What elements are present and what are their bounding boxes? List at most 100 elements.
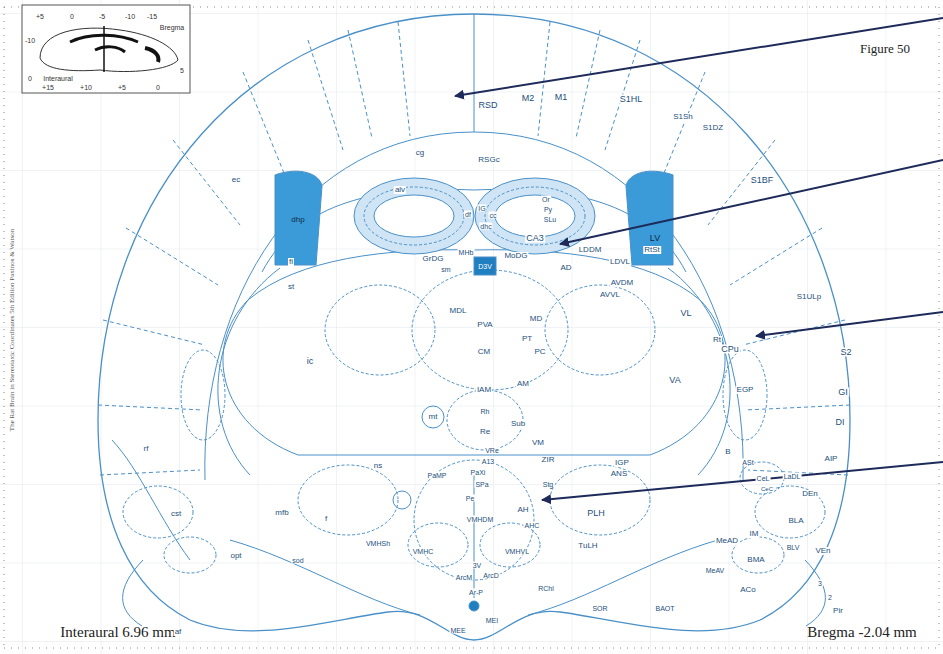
region-label: S1BF bbox=[750, 176, 775, 185]
region-label: AM bbox=[516, 380, 530, 388]
region-label: CM bbox=[477, 348, 491, 356]
region-label: mt bbox=[428, 413, 439, 421]
region-label: opt bbox=[229, 552, 242, 560]
region-label: M2 bbox=[521, 94, 536, 103]
inset-scale-number: Interaural bbox=[42, 75, 74, 82]
region-label: CeL bbox=[756, 475, 771, 482]
inset-scale-number: -10 bbox=[124, 13, 136, 20]
region-label: 3V bbox=[472, 562, 483, 569]
region-label: MEE bbox=[449, 627, 466, 634]
inset-scale-number: +10 bbox=[79, 84, 93, 91]
region-label: AVVL bbox=[599, 291, 621, 299]
region-label: VMHVL bbox=[504, 548, 530, 555]
region-label: AD bbox=[559, 264, 572, 272]
region-label: CPu bbox=[720, 345, 740, 354]
region-label: PVA bbox=[476, 321, 493, 329]
region-label: A13 bbox=[481, 458, 495, 465]
region-label: AVDM bbox=[610, 279, 635, 287]
region-label: PaXi bbox=[470, 469, 487, 476]
region-label: S1HL bbox=[619, 95, 644, 104]
region-label: mfb bbox=[274, 509, 289, 517]
region-label: LV bbox=[649, 234, 661, 243]
inset-scale-number: 0 bbox=[155, 84, 161, 91]
inset-scale-number: -5 bbox=[98, 13, 106, 20]
region-label: S1DZ bbox=[702, 124, 724, 132]
region-label: 3 bbox=[817, 580, 823, 587]
inset-scale-number: +5 bbox=[117, 84, 127, 91]
region-label: DI bbox=[835, 418, 846, 427]
region-label: MD bbox=[529, 315, 543, 323]
region-label: fi bbox=[288, 258, 294, 266]
region-label: Stg bbox=[542, 481, 555, 488]
region-label: BLV bbox=[786, 544, 801, 551]
region-label: RtSt bbox=[643, 246, 661, 254]
region-label: IGP bbox=[614, 459, 630, 467]
region-label: MoDG bbox=[503, 252, 528, 260]
region-label: PC bbox=[533, 348, 546, 356]
region-label: RChl bbox=[537, 585, 555, 592]
region-label: VA bbox=[668, 376, 681, 385]
region-label: dhp bbox=[290, 216, 305, 224]
region-label: ArcM bbox=[455, 574, 473, 581]
inset-scale-number: 5 bbox=[179, 67, 185, 74]
region-label: CA3 bbox=[525, 234, 545, 243]
region-label: LDDM bbox=[578, 246, 603, 254]
region-label: S1ULp bbox=[796, 293, 822, 301]
region-label: DEn bbox=[801, 490, 819, 498]
region-label: sm bbox=[440, 266, 451, 273]
region-label: IG bbox=[477, 205, 486, 212]
region-label: ACo bbox=[739, 586, 757, 594]
region-label: RSGc bbox=[477, 156, 500, 164]
region-label: PT bbox=[521, 335, 533, 343]
region-label: st bbox=[287, 283, 295, 291]
region-label: TuLH bbox=[577, 542, 598, 550]
region-label: Or bbox=[541, 196, 551, 203]
region-label: VMHDM bbox=[466, 516, 494, 523]
plate-label: Figure 50 bbox=[859, 42, 911, 55]
plate-label: Bregma -2.04 mm bbox=[806, 625, 918, 640]
region-label: ASt bbox=[741, 459, 754, 466]
region-label: SLu bbox=[543, 216, 557, 223]
region-label: EGP bbox=[736, 386, 755, 394]
region-label: CeC bbox=[760, 486, 774, 492]
region-label: AH bbox=[516, 506, 529, 514]
inset-scale-number: 0 bbox=[27, 75, 33, 82]
region-label: Pe bbox=[465, 495, 476, 502]
region-label: MDL bbox=[449, 307, 468, 315]
region-label: rf bbox=[143, 445, 150, 453]
region-label: df bbox=[464, 211, 472, 218]
region-label: VM bbox=[531, 439, 545, 447]
inset-scale-number: -10 bbox=[24, 37, 36, 44]
region-label: dhc bbox=[479, 223, 492, 230]
inset-scale-number: -15 bbox=[146, 13, 158, 20]
region-label: f bbox=[324, 515, 328, 523]
region-label: Py bbox=[543, 206, 553, 213]
region-label: S2 bbox=[839, 348, 852, 357]
region-label: MEI bbox=[485, 617, 499, 624]
region-label: M1 bbox=[554, 93, 569, 102]
region-label: ZIR bbox=[541, 456, 556, 464]
region-label: IAM bbox=[476, 386, 492, 394]
inset-scale-number: +5 bbox=[35, 13, 45, 20]
region-label: ns bbox=[373, 462, 383, 470]
region-label: BMA bbox=[746, 556, 765, 564]
region-label: D3V bbox=[477, 263, 493, 270]
plate-label: Interaural 6.96 mm bbox=[59, 625, 176, 640]
region-label: VRe bbox=[484, 447, 500, 454]
region-label: cst bbox=[170, 510, 182, 518]
region-label: AIP bbox=[824, 455, 839, 463]
region-label: 2 bbox=[827, 594, 833, 601]
region-label: BLA bbox=[787, 517, 804, 525]
region-label: alv bbox=[394, 186, 406, 194]
region-label: MHb bbox=[458, 249, 475, 256]
region-label: GI bbox=[837, 388, 849, 397]
region-label: GrDG bbox=[422, 255, 445, 263]
region-label: Ar-P bbox=[468, 589, 484, 596]
region-label: LaDL bbox=[783, 473, 802, 480]
region-label: S1Sh bbox=[672, 113, 694, 121]
region-label: Pir bbox=[832, 607, 844, 615]
region-label: MeAV bbox=[705, 567, 726, 574]
region-label: af bbox=[174, 628, 183, 636]
region-label: BAOT bbox=[654, 605, 675, 612]
